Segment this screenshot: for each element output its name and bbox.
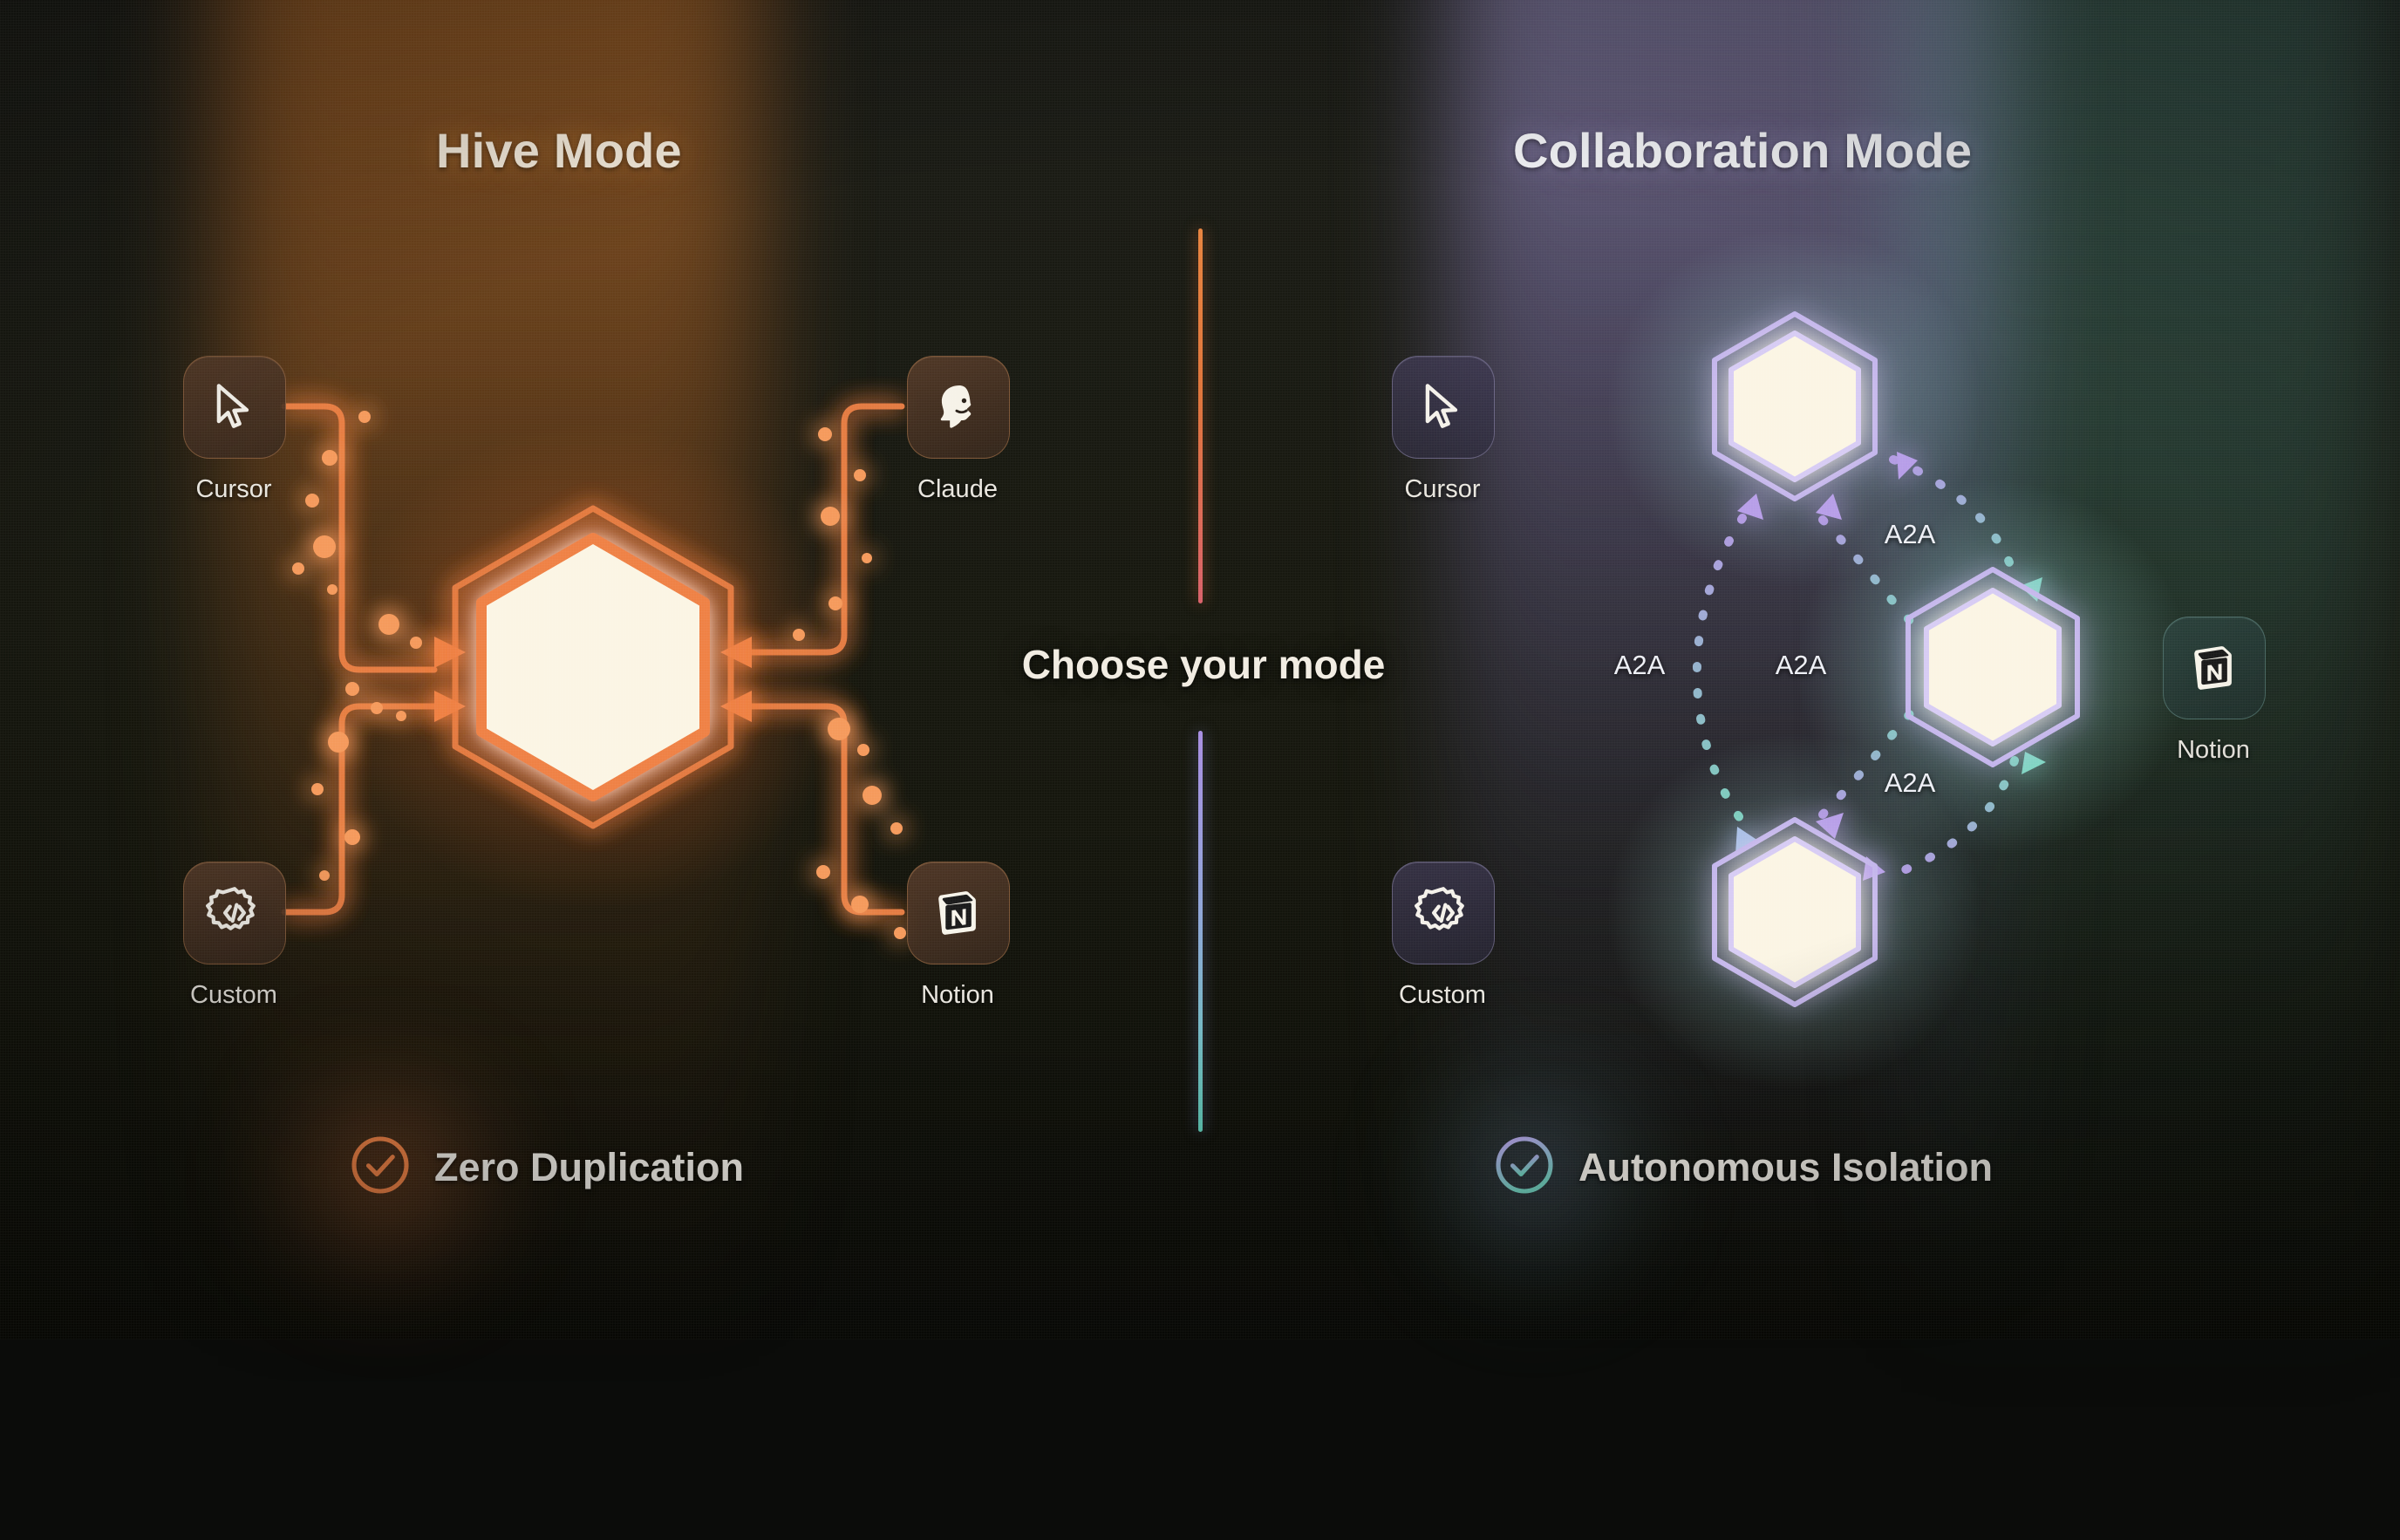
noise-overlay <box>0 0 2400 1339</box>
vignette-overlay <box>0 0 2400 1339</box>
